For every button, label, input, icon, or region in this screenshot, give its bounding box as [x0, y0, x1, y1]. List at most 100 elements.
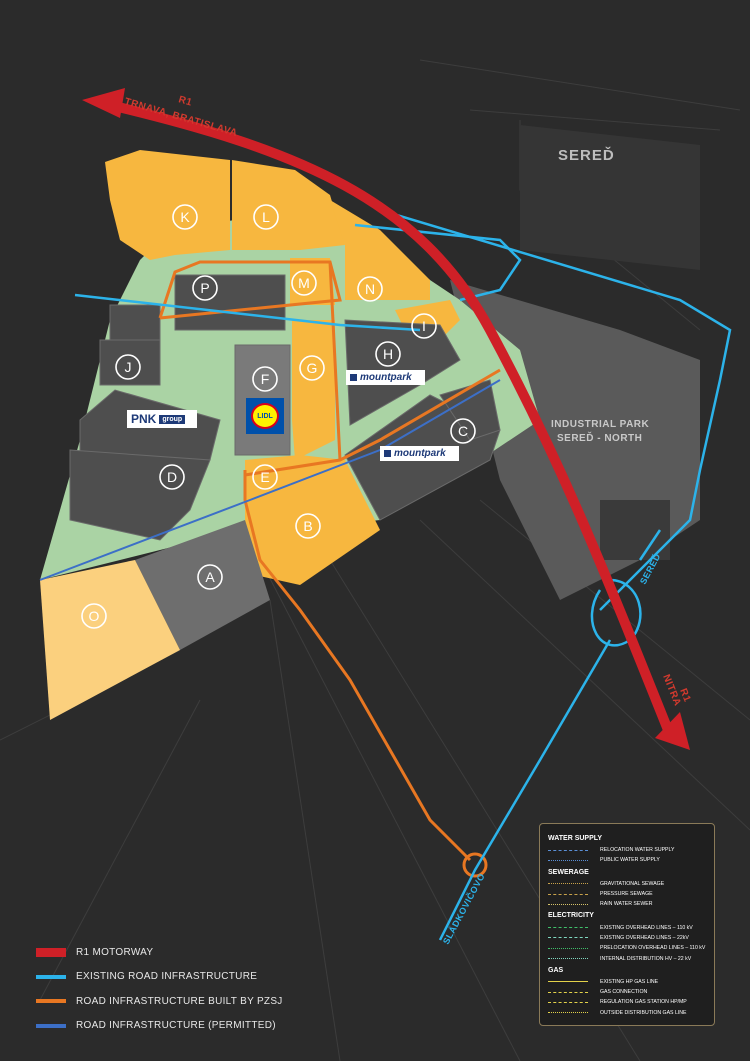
r1-motorway [82, 88, 690, 750]
plot-marker-k[interactable]: K [172, 204, 198, 230]
mountpark-icon [350, 374, 357, 381]
legend-line-sample [548, 981, 588, 983]
legend-swatch [36, 999, 66, 1004]
legend-item-label: GRAVITATIONAL SEWAGE [600, 880, 665, 887]
plot-marker-c[interactable]: C [450, 418, 476, 444]
legend-item: PRELOCATION OVERHEAD LINES – 110 kV [548, 943, 706, 953]
legend-label: R1 MOTORWAY [76, 946, 154, 958]
svg-text:P: P [200, 280, 209, 296]
legend-line-sample [548, 1001, 588, 1003]
plot-marker-f[interactable]: F [252, 366, 278, 392]
svg-text:I: I [422, 318, 426, 334]
legend-item-label: REGULATION GAS STATION HP/MP [600, 999, 687, 1006]
r1-top-code: R1 [177, 94, 193, 108]
legend-line-sample [548, 991, 588, 993]
main-legend: R1 MOTORWAY EXISTING ROAD INFRASTRUCTURE R… [36, 940, 366, 1038]
legend-item: RAIN WATER SEWER [548, 899, 706, 909]
plot-marker-h[interactable]: H [375, 341, 401, 367]
legend-item-label: PRELOCATION OVERHEAD LINES – 110 kV [600, 945, 706, 952]
legend-swatch [36, 947, 66, 957]
legend-item: INTERNAL DISTRIBUTION HV – 22 kV [548, 953, 706, 963]
legend-label: EXISTING ROAD INFRASTRUCTURE [76, 971, 258, 983]
plot-marker-p[interactable]: P [192, 275, 218, 301]
legend-line-sample [548, 849, 588, 851]
legend-item-label: RELOCATION WATER SUPPLY [600, 847, 675, 854]
svg-text:A: A [205, 569, 215, 585]
svg-text:K: K [180, 209, 190, 225]
plot-marker-i[interactable]: I [411, 313, 437, 339]
plot-marker-e[interactable]: E [252, 464, 278, 490]
svg-text:N: N [365, 281, 375, 297]
legend-row: ROAD INFRASTRUCTURE BUILT BY PZSJ [36, 989, 366, 1014]
legend-swatch [36, 974, 66, 979]
plot-a-area [135, 520, 270, 650]
plot-marker-m[interactable]: M [291, 270, 317, 296]
pnk-group-logo: PNK group [127, 410, 197, 428]
svg-text:C: C [458, 423, 468, 439]
city-label: SEREĎ [558, 146, 615, 164]
legend-row: ROAD INFRASTRUCTURE (PERMITTED) [36, 1014, 366, 1039]
legend-row: EXISTING ROAD INFRASTRUCTURE [36, 965, 366, 990]
legend-item-label: EXISTING HP GAS LINE [600, 978, 659, 985]
park-label-line2: SEREĎ - NORTH [557, 431, 642, 444]
plot-marker-a[interactable]: A [197, 564, 223, 590]
legend-line-sample [548, 903, 588, 905]
legend-item-label: OUTSIDE DISTRIBUTION GAS LINE [600, 1009, 687, 1016]
legend-section-title: ELECTRICITY [548, 912, 594, 920]
plot-marker-g[interactable]: G [299, 355, 325, 381]
legend-line-sample [548, 927, 588, 929]
plots-orange [105, 150, 460, 585]
legend-item-label: EXISTING OVERHEAD LINES – 22kV [600, 934, 689, 941]
permitted-roads [39, 379, 501, 581]
legend-item-label: RAIN WATER SEWER [600, 901, 653, 908]
mountpark-logo-2: mountpark [380, 446, 459, 461]
mountpark-logo-1: mountpark [346, 370, 425, 385]
svg-text:B: B [303, 518, 312, 534]
lidl-logo: LIDL [246, 398, 284, 434]
svg-text:L: L [262, 209, 270, 225]
legend-item: REGULATION GAS STATION HP/MP [548, 997, 706, 1007]
svg-text:J: J [125, 359, 132, 375]
r1-bottom-code: R1 [677, 687, 692, 704]
park-label-line1: INDUSTRIAL PARK [551, 419, 650, 430]
legend-item: PUBLIC WATER SUPPLY [548, 855, 706, 865]
svg-text:M: M [298, 275, 310, 291]
legend-item-label: EXISTING OVERHEAD LINES – 110 kV [600, 924, 693, 931]
legend-item-label: GAS CONNECTION [600, 989, 648, 996]
plot-marker-l[interactable]: L [253, 204, 279, 230]
sered-city-area [520, 125, 700, 270]
legend-item-label: INTERNAL DISTRIBUTION HV – 22 kV [600, 955, 692, 962]
plot-marker-n[interactable]: N [357, 276, 383, 302]
utilities-legend: WATER SUPPLY RELOCATION WATER SUPPLY PUBLI… [539, 823, 715, 1026]
existing-roads [74, 208, 732, 941]
legend-section-title: GAS [548, 966, 564, 974]
svg-text:H: H [383, 346, 393, 362]
svg-text:O: O [89, 608, 100, 624]
legend-item-label: PUBLIC WATER SUPPLY [600, 857, 660, 864]
legend-row: R1 MOTORWAY [36, 940, 366, 965]
legend-item-label: PRESSURE SEWAGE [600, 891, 653, 898]
legend-section-title: WATER SUPPLY [548, 835, 603, 842]
legend-section-title: SEWERAGE [548, 868, 589, 876]
plot-marker-j[interactable]: J [115, 354, 141, 380]
legend-line-sample [548, 859, 588, 861]
svg-text:G: G [307, 360, 318, 376]
legend-label: ROAD INFRASTRUCTURE (PERMITTED) [76, 1020, 276, 1032]
road-sladkovicovo-label: SLÁDKOVIČOVO [440, 871, 487, 946]
legend-line-sample [548, 1012, 588, 1014]
plot-marker-o[interactable]: O [81, 603, 107, 629]
legend-item: EXISTING OVERHEAD LINES – 22kV [548, 933, 706, 943]
plot-marker-b[interactable]: B [295, 513, 321, 539]
legend-item: EXISTING HP GAS LINE [548, 977, 706, 987]
legend-item: RELOCATION WATER SUPPLY [548, 845, 706, 855]
plot-markers: K L P M N I H J G F C D E B A O [81, 204, 476, 629]
legend-line-sample [548, 893, 588, 895]
plot-marker-d[interactable]: D [159, 464, 185, 490]
svg-text:E: E [260, 469, 269, 485]
legend-line-sample [548, 947, 588, 949]
plot-o-area [40, 560, 180, 720]
legend-line-sample [548, 883, 588, 885]
mountpark-icon [384, 450, 391, 457]
legend-line-sample [548, 958, 588, 960]
